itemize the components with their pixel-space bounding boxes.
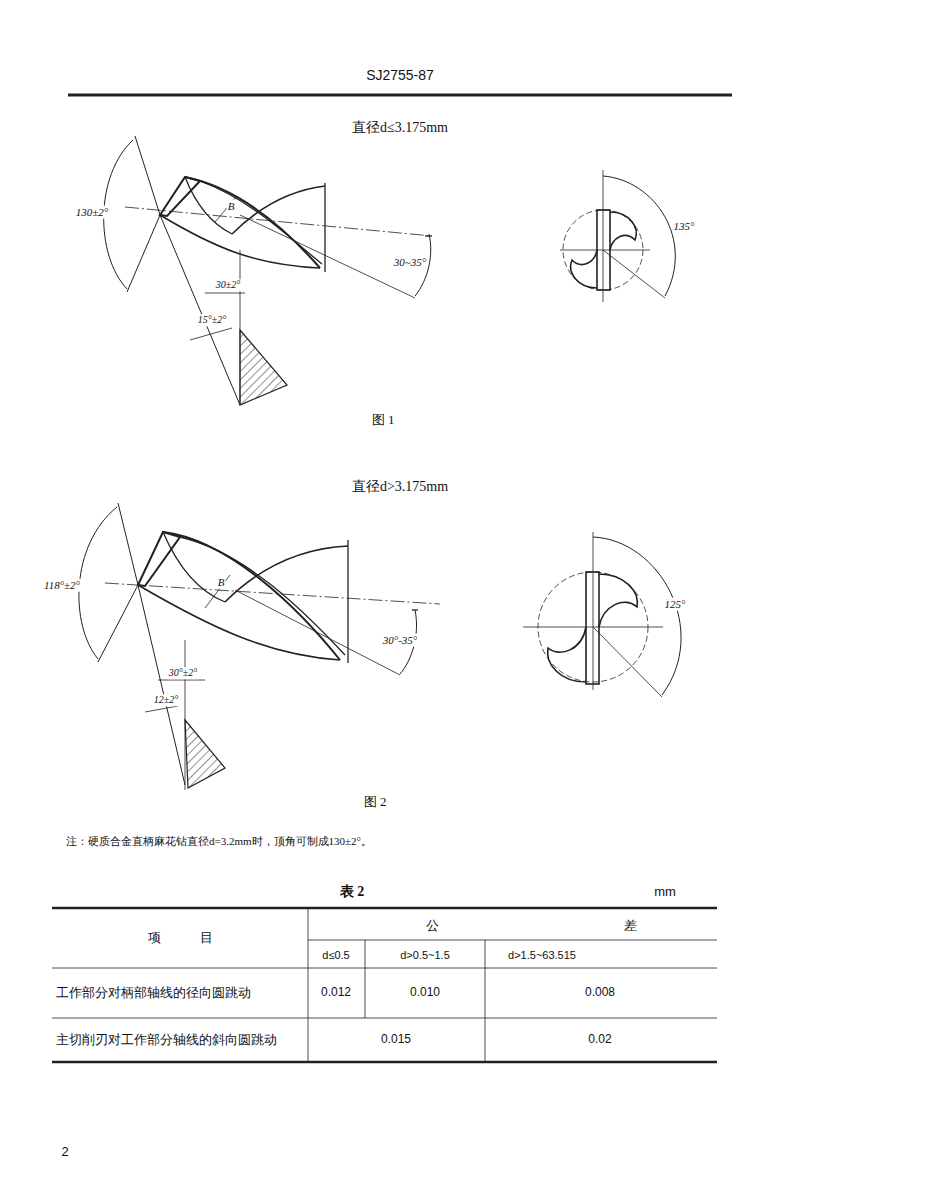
table-header: d≤0.5 (321, 949, 350, 962)
table-header: d>1.5~63.515 (507, 949, 577, 962)
angle-dimension: 130±2° (75, 206, 109, 219)
angle-dimension: 30°±2° (168, 667, 199, 679)
angle-dimension: 15°±2° (197, 314, 228, 326)
page-header: SJ2755-87 (365, 67, 435, 83)
table-header: d>0.5~1.5 (399, 949, 451, 962)
table-cell: 0.008 (584, 986, 616, 1000)
figure-title: 直径d>3.175mm (351, 479, 449, 495)
figure-caption: 图 2 (363, 795, 388, 810)
note-text: 注：硬质合金直柄麻花钻直径d=3.2mm时，顶角可制成130±2°。 (65, 835, 373, 848)
table-cell: 0.010 (409, 986, 441, 1000)
table-cell: 主切削刃对工作部分轴线的斜向圆跳动 (55, 1033, 278, 1048)
table-cell: 0.012 (320, 986, 352, 1000)
table-cell: 0.02 (587, 1033, 612, 1047)
table-header: 差 (623, 919, 638, 934)
table-cell: 0.015 (380, 1033, 412, 1047)
page-number: 2 (60, 1145, 69, 1160)
angle-dimension: 135° (673, 220, 696, 233)
table-header: 公 (425, 919, 440, 934)
unit-label: mm (653, 885, 677, 900)
figure-caption: 图 1 (371, 413, 396, 428)
table-cell: 工作部分对柄部轴线的径向圆跳动 (55, 986, 252, 1001)
dimension-mark: B (227, 200, 236, 213)
dimension-mark: B (217, 576, 226, 589)
angle-dimension: 30~35° (393, 256, 427, 269)
table-header: 项 目 (147, 931, 214, 946)
angle-dimension: 12±2° (153, 694, 180, 706)
figure-title: 直径d≤3.175mm (351, 120, 449, 136)
angle-dimension: 30°-35° (382, 634, 418, 647)
angle-dimension: 125° (664, 598, 687, 611)
angle-dimension: 118°±2° (43, 579, 81, 592)
table-title: 表 2 (339, 884, 366, 900)
angle-dimension: 30±2° (215, 279, 242, 291)
